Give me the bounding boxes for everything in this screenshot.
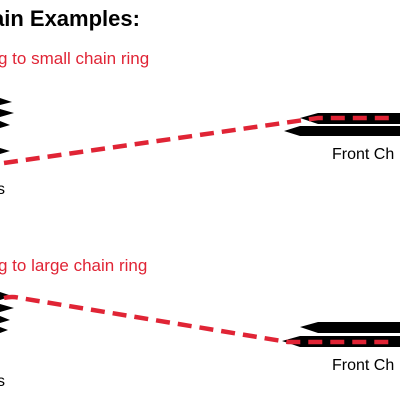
example-1-chain <box>3 115 394 166</box>
example-1-caption: g to small chain ring <box>0 49 150 68</box>
example-1-front-label: Front Ch <box>332 146 395 163</box>
example-2-rear-label: s <box>0 373 5 390</box>
example-1-rear-cogs <box>0 98 14 154</box>
example-2-chain <box>3 294 394 345</box>
example-1-rear-label: s <box>0 181 5 198</box>
page-title: ain Examples: <box>0 6 140 31</box>
example-2-front-label: Front Ch <box>332 357 395 374</box>
example-2-caption: g to large chain ring <box>0 256 148 275</box>
